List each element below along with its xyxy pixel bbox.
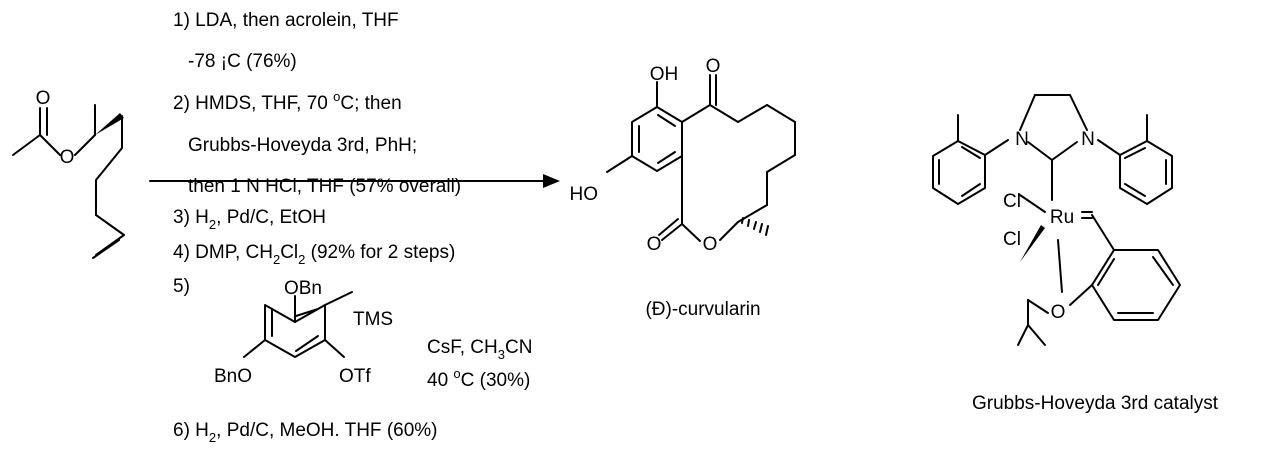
step4: 4) DMP, CH2Cl2 (92% for 2 steps)	[173, 242, 455, 267]
catalyst-ru-label: Ru	[1050, 207, 1074, 228]
catalyst-caption: Grubbs-Hoveyda 3rd catalyst	[972, 393, 1219, 414]
catalyst-o-label: O	[1051, 302, 1066, 323]
starting-material-structure: O O	[12, 88, 125, 259]
tms-label: TMS	[353, 309, 393, 330]
carbonyl-oxygen-label: O	[36, 88, 51, 109]
obn-top-label: OBn	[284, 278, 322, 299]
curvularin-caption: (Ð)-curvularin	[645, 299, 760, 320]
catalyst-n-left-label: N	[1015, 129, 1029, 150]
aryne-precursor-structure: OBn TMS BnO OTf	[214, 278, 393, 387]
step2-degree: o	[333, 89, 340, 104]
catalyst-cl-bottom-label: Cl	[1003, 229, 1021, 250]
step2-line1: 2) HMDS, THF, 70 oC; then	[173, 89, 402, 114]
step5-label: 5)	[173, 276, 190, 297]
hydroxyl-oh-label: OH	[650, 64, 679, 85]
ester-oxygen-label: O	[60, 147, 75, 168]
step2-line1-post: C; then	[340, 93, 401, 114]
ring-oxygen-label: O	[703, 234, 718, 255]
step2-line2: Grubbs-Hoveyda 3rd, PhH;	[188, 135, 417, 156]
catalyst-structure: N N Cl Cl Ru O Grubbs-Hoveyda 3rd cataly…	[932, 94, 1219, 414]
step1-line1: 1) LDA, then acrolein, THF	[173, 10, 399, 31]
otf-label: OTf	[339, 366, 371, 387]
step1-line2: -78 ¡C (76%)	[188, 51, 297, 72]
step5-reagent: CsF, CH3CN	[427, 337, 532, 362]
curvularin-structure: OH O HO O O (Ð)-curvularin	[570, 56, 796, 320]
step2-line3: then 1 N HCl, THF (57% overall)	[188, 176, 461, 197]
catalyst-n-right-label: N	[1081, 129, 1095, 150]
catalyst-cl-top-label: Cl	[1003, 191, 1021, 212]
hydroxyl-ho-label: HO	[570, 184, 599, 205]
step3: 3) H2, Pd/C, EtOH	[173, 207, 326, 232]
bno-label: BnO	[214, 366, 252, 387]
reaction-arrowhead	[543, 174, 560, 188]
step6: 6) H2, Pd/C, MeOH. THF (60%)	[173, 420, 438, 445]
reaction-conditions: 1) LDA, then acrolein, THF -78 ¡C (76%) …	[149, 10, 560, 445]
step5-temperature: 40 oC (30%)	[427, 366, 530, 391]
lactone-carbonyl-oxygen-label: O	[647, 234, 662, 255]
ketone-oxygen-label: O	[706, 56, 721, 77]
step2-line1-pre: 2) HMDS, THF, 70	[173, 93, 333, 114]
